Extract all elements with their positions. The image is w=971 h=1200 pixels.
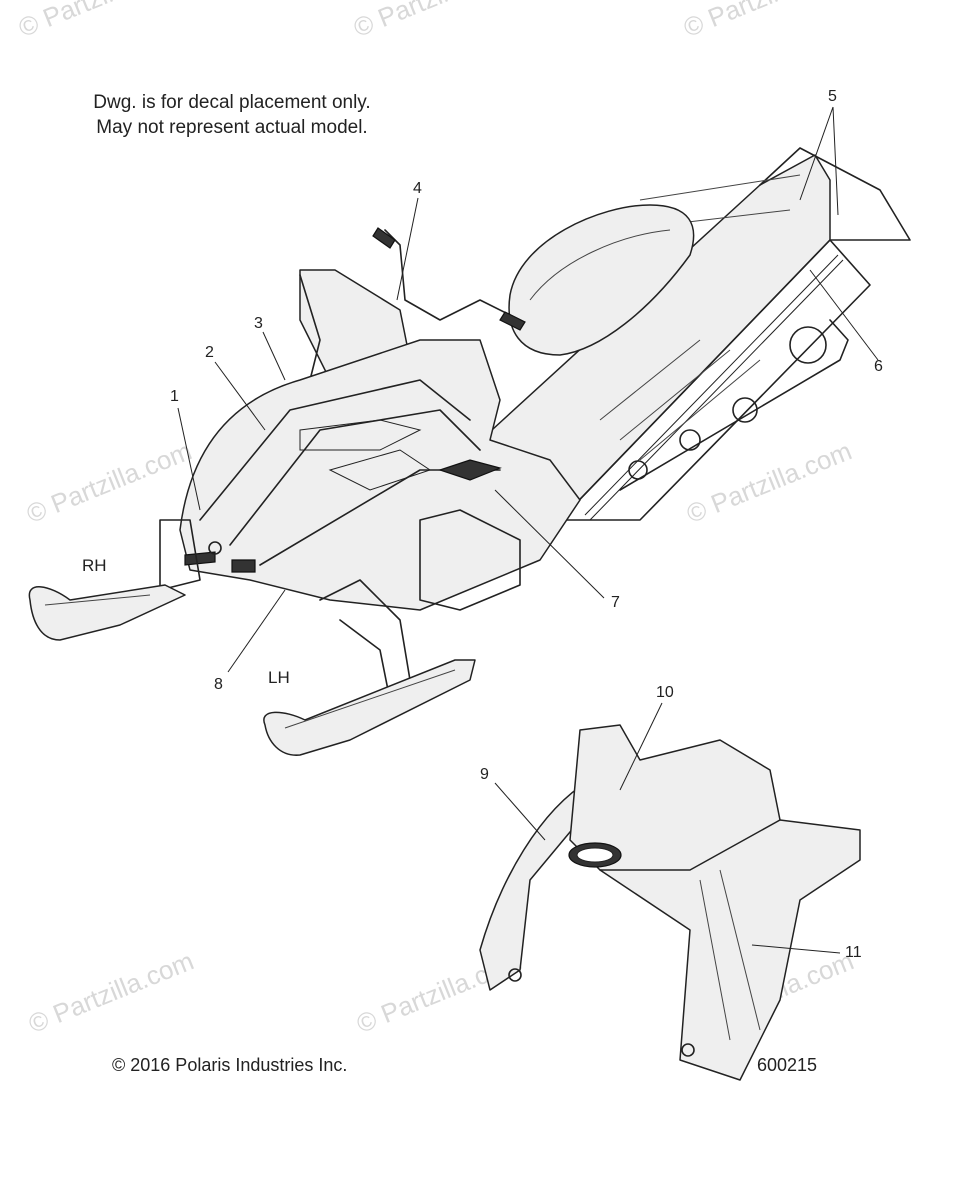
handlebar <box>372 227 526 331</box>
ski-rh <box>28 584 186 641</box>
placement-note-line-2: May not represent actual model. <box>96 117 368 138</box>
callout-7: 7 <box>611 594 620 611</box>
callout-8: 8 <box>214 676 223 693</box>
copyright-notice: © 2016 Polaris Industries Inc. <box>112 1055 348 1075</box>
placement-note: Dwg. is for decal placement only. May no… <box>62 90 402 140</box>
callout-11: 11 <box>845 944 862 961</box>
side-panel-parts <box>479 724 861 1081</box>
callout-1: 1 <box>170 388 179 405</box>
callout-3: 3 <box>254 315 263 332</box>
callout-10: 10 <box>656 684 674 701</box>
callout-6: 6 <box>874 358 883 375</box>
callout-4: 4 <box>413 180 422 197</box>
rh-label: RH <box>82 556 107 575</box>
callout-2: 2 <box>205 344 214 361</box>
lh-label: LH <box>268 668 290 687</box>
placement-note-line-1: Dwg. is for decal placement only. <box>93 92 371 113</box>
callout-9: 9 <box>480 766 489 783</box>
leader-lines <box>177 106 879 954</box>
callout-5: 5 <box>828 88 837 105</box>
hood <box>179 339 581 611</box>
figure-number: 600215 <box>757 1055 818 1075</box>
ski-lh <box>263 659 476 756</box>
seat <box>508 204 695 356</box>
